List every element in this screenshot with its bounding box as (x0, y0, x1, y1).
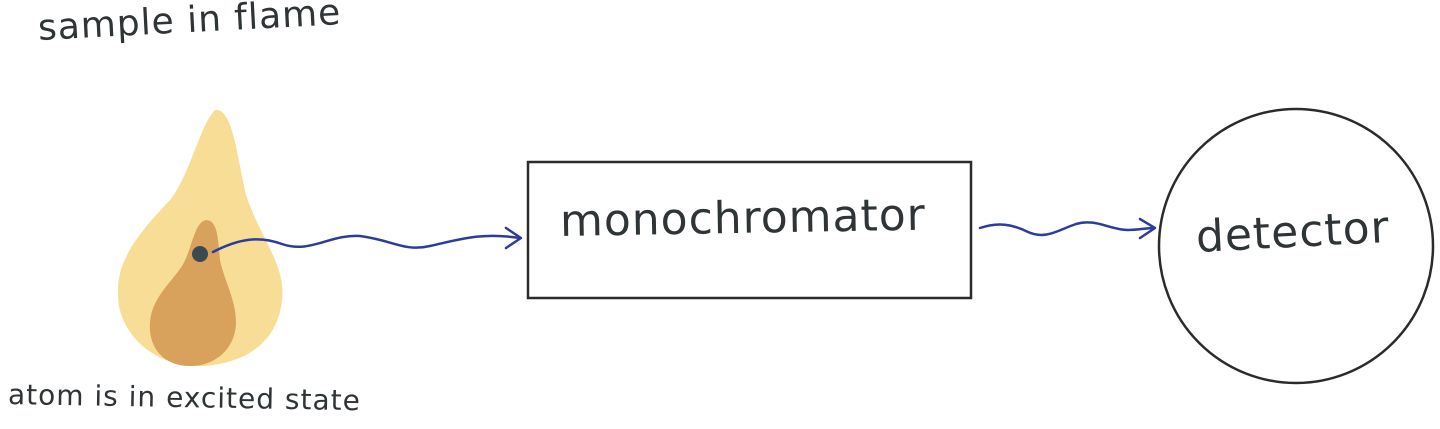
detector-label: detector (1194, 201, 1391, 263)
monochromator-label: monochromator (559, 189, 927, 247)
detector-circle (1157, 107, 1435, 385)
monochromator-box (526, 160, 973, 300)
emission-arrowhead (504, 226, 523, 250)
emission-wave-arrow (211, 234, 522, 254)
atom-dot (192, 246, 208, 262)
output-wave-arrow (978, 221, 1156, 237)
output-arrowhead (1138, 217, 1157, 240)
flame-inner (149, 220, 236, 366)
atom-excited-state-label: atom is in excited state (7, 378, 362, 418)
